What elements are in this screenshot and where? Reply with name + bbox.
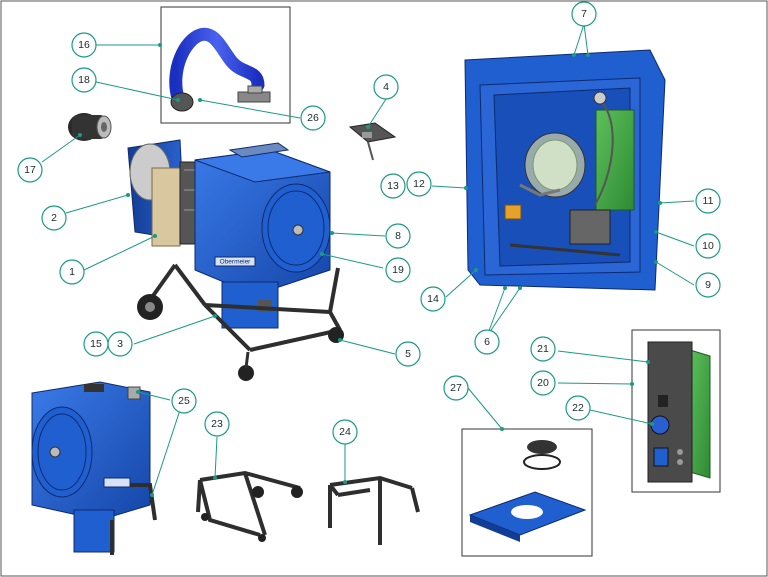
svg-text:21: 21 xyxy=(537,343,549,355)
main-unit: Obermeier xyxy=(127,139,344,381)
control-panel-inset xyxy=(631,329,721,493)
motor-part-icon xyxy=(68,113,112,141)
callout-7: 7 xyxy=(571,1,597,27)
callout-4: 4 xyxy=(373,74,399,100)
callout-22: 22 xyxy=(565,395,591,421)
callout-12: 12 xyxy=(406,171,432,197)
flexible-hose-icon xyxy=(169,27,265,105)
wall-mounted-unit xyxy=(31,381,157,555)
svg-text:18: 18 xyxy=(78,74,90,86)
callout-15: 15 xyxy=(83,331,109,357)
svg-text:24: 24 xyxy=(339,426,351,438)
hose-arm-inset xyxy=(160,6,291,124)
callout-23: 23 xyxy=(204,411,230,437)
opened-unit xyxy=(464,49,666,291)
svg-text:1: 1 xyxy=(69,266,75,278)
callout-17: 17 xyxy=(17,157,43,183)
callout-25: 25 xyxy=(171,388,197,414)
callout-2: 2 xyxy=(41,205,67,231)
brand-plate-label: Obermeier xyxy=(220,259,252,266)
static-stand-frame xyxy=(328,475,420,545)
svg-text:14: 14 xyxy=(427,293,439,305)
svg-text:10: 10 xyxy=(702,240,714,252)
filter-plate-part-icon xyxy=(348,122,397,161)
svg-text:6: 6 xyxy=(484,336,490,348)
callout-16: 16 xyxy=(71,32,97,58)
svg-text:16: 16 xyxy=(78,39,90,51)
callout-9: 9 xyxy=(695,272,721,298)
callout-3: 3 xyxy=(107,331,133,357)
callout-8: 8 xyxy=(385,223,411,249)
svg-text:9: 9 xyxy=(705,279,711,291)
svg-text:20: 20 xyxy=(537,377,549,389)
callout-14: 14 xyxy=(420,286,446,312)
callout-20: 20 xyxy=(530,370,556,396)
svg-text:27: 27 xyxy=(450,382,462,394)
svg-text:2: 2 xyxy=(51,212,57,224)
callout-6: 6 xyxy=(474,329,500,355)
callout-11: 11 xyxy=(695,188,721,214)
callout-18: 18 xyxy=(71,67,97,93)
svg-text:26: 26 xyxy=(307,112,319,124)
svg-text:13: 13 xyxy=(387,180,399,192)
svg-text:23: 23 xyxy=(211,418,223,430)
callout-19: 19 xyxy=(385,257,411,283)
callout-27: 27 xyxy=(443,375,469,401)
base-plate-inset xyxy=(461,428,593,557)
svg-text:17: 17 xyxy=(24,164,36,176)
wheeled-cart-frame xyxy=(196,470,303,542)
svg-text:12: 12 xyxy=(413,178,425,190)
svg-text:15: 15 xyxy=(90,338,102,350)
leader-lines xyxy=(41,23,695,497)
callout-1: 1 xyxy=(59,259,85,285)
callout-13: 13 xyxy=(380,173,406,199)
svg-text:22: 22 xyxy=(572,402,584,414)
svg-text:11: 11 xyxy=(703,195,714,207)
callout-10: 10 xyxy=(695,233,721,259)
svg-text:25: 25 xyxy=(178,395,190,407)
svg-text:3: 3 xyxy=(117,338,123,350)
svg-text:7: 7 xyxy=(581,8,587,20)
callout-labels: 16 18 26 17 2 1 15 3 4 8 19 5 7 13 12 11… xyxy=(17,1,721,445)
hose-nozzle-icon xyxy=(170,92,194,112)
svg-text:8: 8 xyxy=(395,230,401,242)
callout-24: 24 xyxy=(332,419,358,445)
callout-21: 21 xyxy=(530,336,556,362)
svg-text:5: 5 xyxy=(405,348,411,360)
svg-text:19: 19 xyxy=(392,264,404,276)
callout-5: 5 xyxy=(395,341,421,367)
callout-26: 26 xyxy=(300,105,326,131)
svg-text:4: 4 xyxy=(383,81,389,93)
